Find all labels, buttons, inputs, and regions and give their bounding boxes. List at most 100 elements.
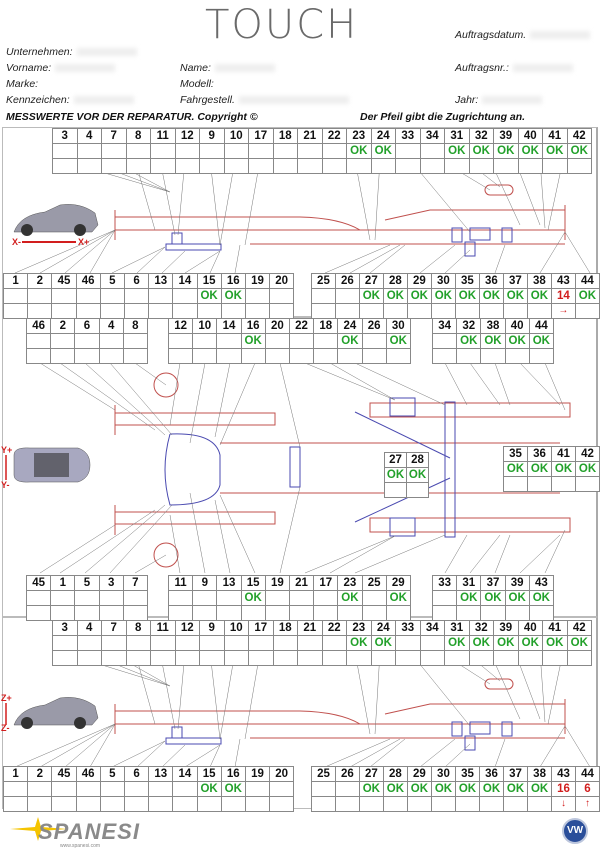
point-number: 21 bbox=[297, 128, 323, 144]
point-number: 23 bbox=[337, 575, 363, 591]
pull-direction-arrow bbox=[220, 796, 246, 812]
auftragsdatum-label: Auftragsdatum. bbox=[455, 29, 591, 41]
point-number: 21 bbox=[288, 575, 315, 591]
measurement-value: OK bbox=[517, 143, 543, 159]
measurement-value bbox=[264, 333, 290, 349]
pull-direction-arrow bbox=[167, 605, 194, 621]
pull-direction-arrow bbox=[406, 796, 432, 812]
measurement-value bbox=[125, 635, 151, 651]
pull-direction-arrow bbox=[244, 796, 271, 812]
measurement-value bbox=[334, 288, 360, 304]
touch-logo: TOUCH bbox=[205, 2, 359, 48]
measurement-value bbox=[76, 143, 102, 159]
point-number: 31 bbox=[444, 128, 470, 144]
pull-direction-arrow bbox=[478, 303, 504, 319]
measurement-value: OK bbox=[542, 143, 568, 159]
point-number: 25 bbox=[361, 575, 387, 591]
point-number: 27 bbox=[384, 452, 407, 468]
measurement-value bbox=[272, 143, 298, 159]
measurement-value bbox=[2, 781, 29, 797]
axis-z-minus-label: Z- bbox=[1, 723, 10, 733]
measurement-value bbox=[311, 781, 336, 797]
measurement-value bbox=[313, 333, 339, 349]
measurement-value bbox=[148, 288, 174, 304]
measurement-value bbox=[75, 781, 101, 797]
point-number: 41 bbox=[542, 128, 568, 144]
measurement-value bbox=[395, 635, 421, 651]
point-number: 42 bbox=[575, 446, 600, 462]
point-number: 33 bbox=[395, 128, 421, 144]
measurement-value bbox=[50, 590, 76, 606]
measurement-value bbox=[269, 781, 295, 797]
point-number: 19 bbox=[264, 575, 290, 591]
point-number: 44 bbox=[528, 318, 554, 334]
measurement-value: OK bbox=[382, 781, 408, 797]
measurement-value bbox=[431, 333, 458, 349]
measurement-value bbox=[2, 288, 29, 304]
car-side-icon-z bbox=[13, 697, 99, 729]
pull-direction-arrow bbox=[311, 303, 336, 319]
pull-direction-arrow bbox=[551, 476, 576, 492]
pull-direction-arrow bbox=[370, 158, 396, 174]
measurement-value: OK bbox=[456, 590, 482, 606]
point-number: 30 bbox=[430, 766, 456, 782]
point-number: 9 bbox=[192, 575, 218, 591]
point-number: 31 bbox=[456, 575, 482, 591]
pull-direction-arrow bbox=[346, 158, 372, 174]
point-number: 30 bbox=[385, 318, 411, 334]
pull-direction-arrow bbox=[248, 650, 274, 666]
pull-direction-arrow bbox=[98, 348, 124, 364]
measurement-value: OK bbox=[454, 288, 480, 304]
pull-direction-arrow bbox=[27, 796, 53, 812]
pull-direction-arrow bbox=[493, 650, 519, 666]
pull-direction-arrow bbox=[2, 303, 29, 319]
point-number: 36 bbox=[527, 446, 552, 462]
pull-direction-arrow bbox=[384, 482, 407, 498]
measurement-value: OK bbox=[480, 590, 506, 606]
measurement-value bbox=[52, 143, 78, 159]
pull-direction-arrow bbox=[361, 348, 387, 364]
point-number: 22 bbox=[288, 318, 315, 334]
point-number: 26 bbox=[334, 766, 360, 782]
point-number: 33 bbox=[395, 620, 421, 636]
measurement-value: OK bbox=[468, 143, 494, 159]
point-number: 36 bbox=[478, 273, 504, 289]
point-number: 32 bbox=[468, 128, 494, 144]
point-number: 18 bbox=[272, 620, 298, 636]
pull-direction-arrow bbox=[526, 303, 552, 319]
point-number: 35 bbox=[503, 446, 528, 462]
measurement-value bbox=[419, 635, 445, 651]
pull-direction-arrow bbox=[361, 605, 387, 621]
measurement-value: OK bbox=[406, 467, 429, 483]
pull-direction-arrow bbox=[99, 303, 125, 319]
pull-direction-arrow bbox=[502, 303, 528, 319]
pull-direction-arrow bbox=[468, 158, 494, 174]
point-number: 2 bbox=[27, 766, 53, 782]
point-number: 11 bbox=[150, 128, 176, 144]
measurement-value bbox=[98, 590, 124, 606]
pull-direction-arrow bbox=[167, 348, 194, 364]
measurement-value bbox=[321, 143, 347, 159]
point-number: 17 bbox=[248, 128, 274, 144]
point-number: 40 bbox=[504, 318, 530, 334]
pull-direction-arrow bbox=[25, 605, 52, 621]
point-number: 11 bbox=[167, 575, 194, 591]
point-number: 34 bbox=[419, 620, 445, 636]
pull-direction-arrow bbox=[334, 796, 360, 812]
measurement-value bbox=[361, 333, 387, 349]
pull-direction-arrow bbox=[337, 605, 363, 621]
measurement-value: OK bbox=[240, 590, 266, 606]
axis-y-plus-label: Y+ bbox=[1, 445, 13, 455]
point-number: 9 bbox=[199, 620, 225, 636]
point-number: 43 bbox=[550, 273, 576, 289]
measurement-value bbox=[122, 333, 148, 349]
measurement-value bbox=[269, 288, 295, 304]
point-number: 4 bbox=[76, 620, 102, 636]
pull-direction-arrow bbox=[288, 348, 315, 364]
